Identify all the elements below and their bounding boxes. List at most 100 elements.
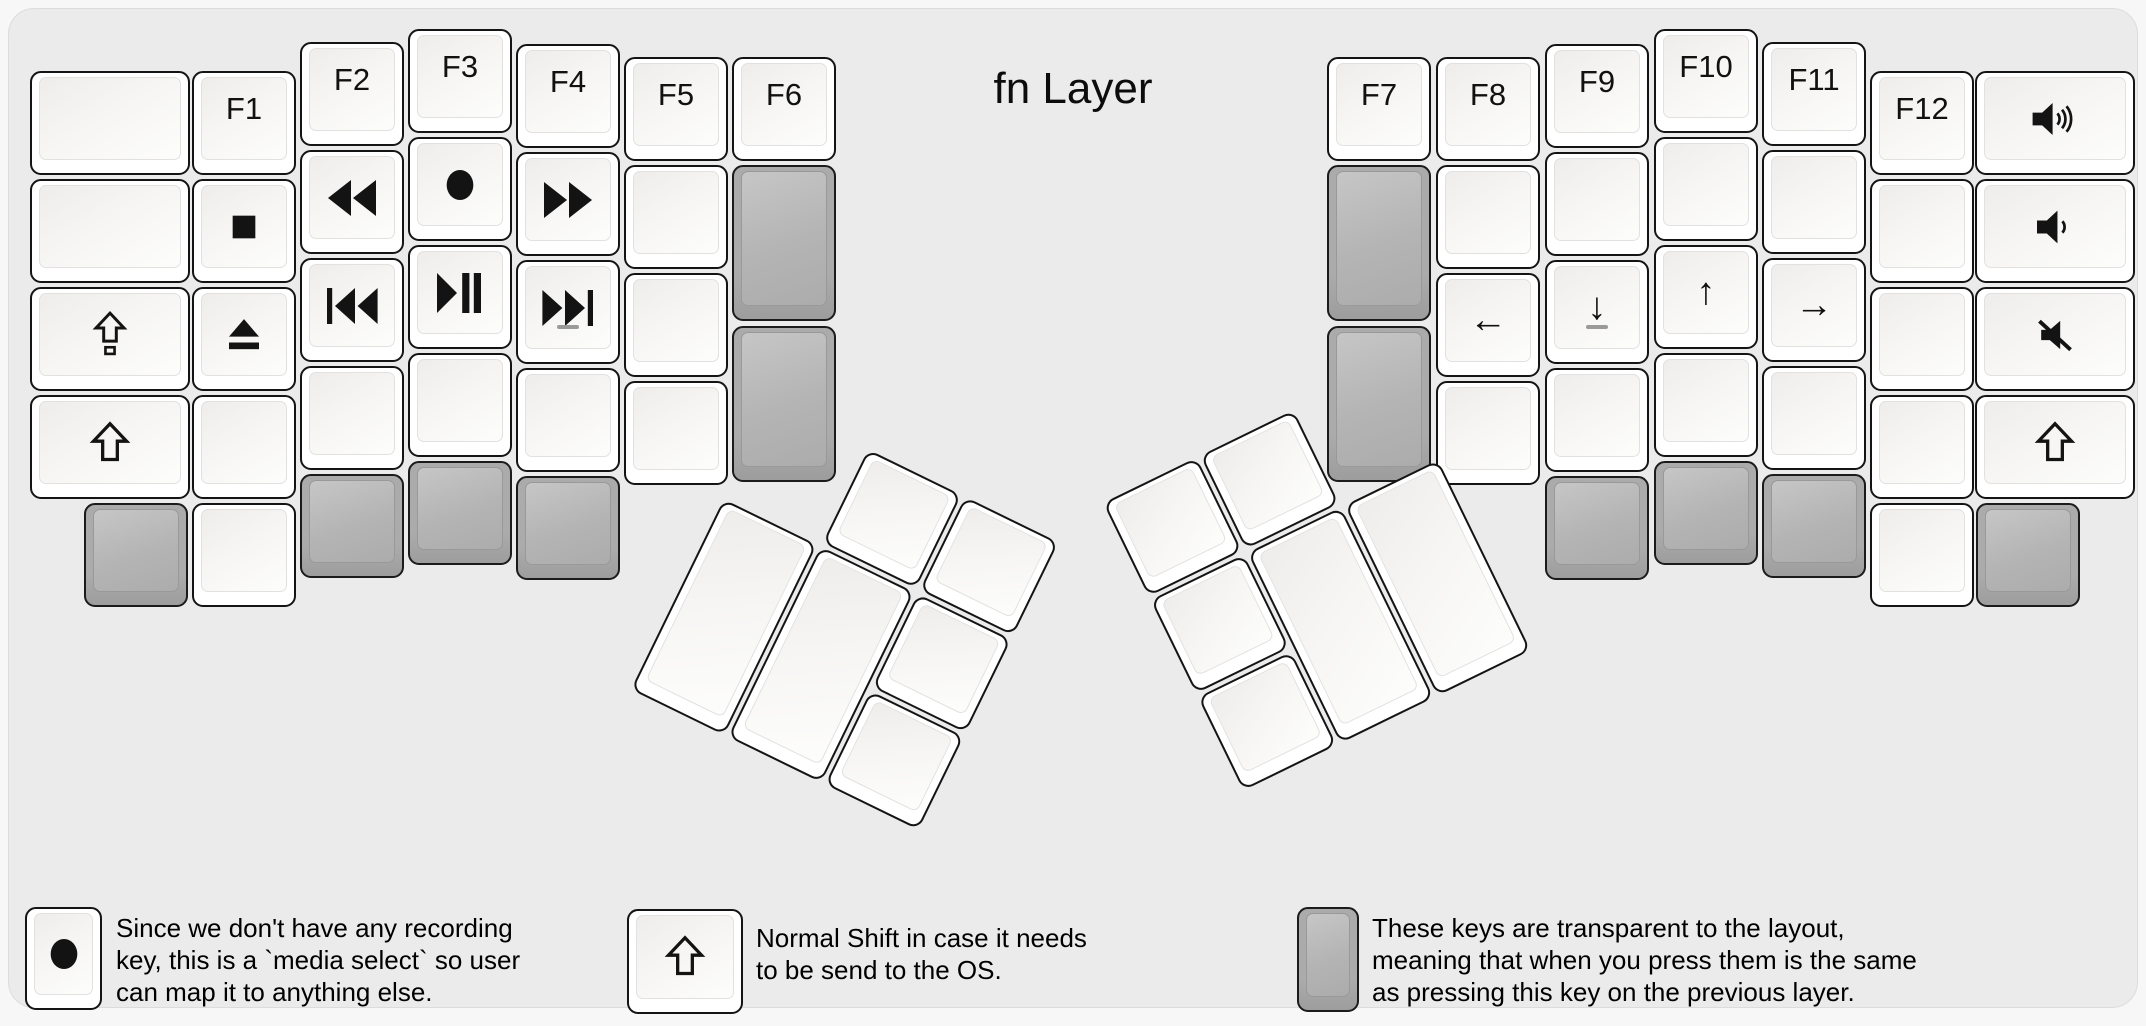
key-arrow-left: ← xyxy=(1436,273,1540,377)
key-arrow-right: → xyxy=(1762,258,1866,362)
playpause-icon xyxy=(437,272,483,313)
legend-record-line2: key, this is a `media select` so user xyxy=(116,945,521,975)
key-label: F8 xyxy=(1469,77,1507,112)
record-icon xyxy=(440,162,480,208)
legend-record-key-icon xyxy=(25,907,102,1010)
legend-record-text: Since we don't have any recording key, t… xyxy=(116,912,520,1008)
key-blank xyxy=(408,353,512,457)
key-play-pause xyxy=(408,245,512,349)
key-label: F3 xyxy=(441,49,479,84)
key-f11: F11 xyxy=(1762,42,1866,146)
legend-transparent-line1: These keys are transparent to the layout… xyxy=(1372,913,1845,943)
key-transparent xyxy=(516,476,620,580)
key-record xyxy=(408,137,512,241)
key-transparent xyxy=(732,165,836,321)
key-f9: F9 xyxy=(1545,44,1649,148)
key-f4: F4 xyxy=(516,44,620,148)
rewind-icon xyxy=(326,179,378,216)
key-label: F9 xyxy=(1578,64,1616,99)
volup-icon xyxy=(2031,101,2079,137)
key-blank xyxy=(1545,368,1649,472)
key-blank xyxy=(624,165,728,269)
key-label: F7 xyxy=(1360,77,1398,112)
key-blank xyxy=(1436,165,1540,269)
key-blank xyxy=(1870,395,1974,499)
shift-icon xyxy=(663,934,707,980)
key-transparent xyxy=(84,503,188,607)
key-f3: F3 xyxy=(408,29,512,133)
legend-shift-key-icon xyxy=(627,909,743,1014)
key-blank xyxy=(624,273,728,377)
key-label: ← xyxy=(1469,299,1507,341)
key-blank xyxy=(30,179,190,283)
key-transparent xyxy=(300,474,404,578)
legend-transparent-line3: as pressing this key on the previous lay… xyxy=(1372,977,1855,1007)
key-f12: F12 xyxy=(1870,71,1974,175)
homing-bar xyxy=(557,325,579,329)
key-label: F12 xyxy=(1895,91,1949,126)
key-volume-up xyxy=(1975,71,2135,175)
key-f7: F7 xyxy=(1327,57,1431,161)
legend-record-line3: can map it to anything else. xyxy=(116,977,433,1007)
key-f6: F6 xyxy=(732,57,836,161)
eject-icon xyxy=(224,315,264,355)
key-blank xyxy=(1545,152,1649,256)
key-blank xyxy=(1654,353,1758,457)
caps-icon xyxy=(89,309,131,361)
key-f8: F8 xyxy=(1436,57,1540,161)
key-label: F11 xyxy=(1788,62,1840,97)
key-stop xyxy=(192,179,296,283)
key-f5: F5 xyxy=(624,57,728,161)
key-transparent xyxy=(1545,476,1649,580)
key-transparent xyxy=(1976,503,2080,607)
key-label: ↓ xyxy=(1587,286,1607,328)
mute-icon xyxy=(2034,316,2076,354)
key-blank xyxy=(624,381,728,485)
voldown-icon xyxy=(2034,209,2076,245)
key-blank xyxy=(516,368,620,472)
key-label: F10 xyxy=(1679,49,1733,84)
key-blank xyxy=(1762,366,1866,470)
key-next-track xyxy=(516,260,620,364)
legend-key-shift xyxy=(627,909,743,1014)
key-label: F1 xyxy=(225,91,263,126)
key-label: F5 xyxy=(657,77,695,112)
legend-record-line1: Since we don't have any recording xyxy=(116,913,513,943)
key-label: F6 xyxy=(765,77,803,112)
record-icon xyxy=(44,931,84,977)
key-blank xyxy=(1762,150,1866,254)
key-blank xyxy=(192,395,296,499)
legend-transparent-line2: meaning that when you press them is the … xyxy=(1372,945,1917,975)
key-label: → xyxy=(1795,284,1833,326)
key-transparent xyxy=(408,461,512,565)
key-blank xyxy=(30,71,190,175)
key-fast-forward xyxy=(516,152,620,256)
shift-icon xyxy=(2033,420,2077,466)
key-arrow-down: ↓ xyxy=(1545,260,1649,364)
next-icon xyxy=(542,289,594,327)
key-eject xyxy=(192,287,296,391)
key-blank xyxy=(1870,179,1974,283)
key-blank xyxy=(1870,287,1974,391)
key-f10: F10 xyxy=(1654,29,1758,133)
legend-key-transparent xyxy=(1297,907,1359,1012)
key-shift-left xyxy=(30,395,190,499)
key-label: F4 xyxy=(549,64,587,99)
key-caps-lock xyxy=(30,287,190,391)
key-transparent xyxy=(1762,474,1866,578)
legend-shift-line2: to be send to the OS. xyxy=(756,955,1002,985)
shift-icon xyxy=(88,420,132,466)
key-blank xyxy=(1436,381,1540,485)
key-volume-down xyxy=(1975,179,2135,283)
key-f1: F1 xyxy=(192,71,296,175)
legend-key-record xyxy=(25,907,102,1010)
stop-icon xyxy=(227,210,261,244)
key-transparent xyxy=(732,326,836,482)
legend-shift-line1: Normal Shift in case it needs xyxy=(756,923,1087,953)
homing-bar xyxy=(1586,325,1608,329)
key-mute xyxy=(1975,287,2135,391)
key-shift-right xyxy=(1975,395,2135,499)
legend-transparent-key-icon xyxy=(1297,907,1359,1012)
legend-shift-text: Normal Shift in case it needs to be send… xyxy=(756,922,1087,986)
